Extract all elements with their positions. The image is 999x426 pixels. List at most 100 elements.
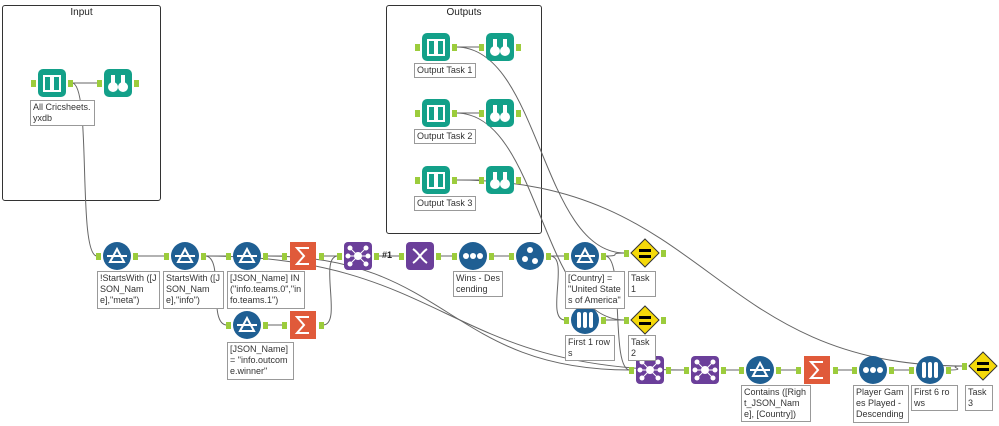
output-anchor[interactable] xyxy=(133,253,138,260)
input-anchor[interactable] xyxy=(909,367,914,374)
tool-browse1[interactable] xyxy=(479,32,521,62)
output-anchor[interactable] xyxy=(666,367,671,374)
output-anchor[interactable] xyxy=(319,322,324,329)
tool-input[interactable] xyxy=(31,68,73,98)
input-anchor[interactable] xyxy=(629,367,634,374)
connection-out1-task1[interactable] xyxy=(455,46,626,254)
input-anchor[interactable] xyxy=(479,44,484,51)
input-anchor[interactable] xyxy=(226,322,231,329)
input-anchor[interactable] xyxy=(739,367,744,374)
tool-recordid[interactable] xyxy=(509,241,551,271)
tool-task2[interactable] xyxy=(624,305,666,335)
tool-transpose[interactable] xyxy=(399,241,441,271)
connection-filter5-task1[interactable] xyxy=(604,252,626,257)
tool-filter1[interactable] xyxy=(96,241,138,271)
input-anchor[interactable] xyxy=(509,253,514,260)
tool-browse_in[interactable] xyxy=(97,68,139,98)
output-anchor[interactable] xyxy=(489,253,494,260)
input-anchor[interactable] xyxy=(962,363,967,370)
output-anchor[interactable] xyxy=(134,80,139,87)
tool-filter5[interactable] xyxy=(564,241,606,271)
tool-out1[interactable] xyxy=(415,32,457,62)
input-anchor[interactable] xyxy=(96,253,101,260)
tool-browse2[interactable] xyxy=(479,98,521,128)
connection-input-filter1[interactable] xyxy=(71,82,98,257)
connection-recordid-sample1[interactable] xyxy=(549,255,566,321)
output-anchor[interactable] xyxy=(263,322,268,329)
tool-filter4[interactable] xyxy=(226,310,268,340)
output-anchor[interactable] xyxy=(319,253,324,260)
tool-sort1[interactable] xyxy=(452,241,494,271)
input-anchor[interactable] xyxy=(97,80,102,87)
input-anchor[interactable] xyxy=(415,44,420,51)
output-anchor[interactable] xyxy=(776,367,781,374)
summarize-icon xyxy=(290,242,316,270)
connection-out3-task3[interactable] xyxy=(455,179,964,367)
input-anchor[interactable] xyxy=(684,367,689,374)
output-anchor[interactable] xyxy=(68,80,73,87)
tool-filter2[interactable] xyxy=(164,241,206,271)
input-anchor[interactable] xyxy=(564,317,569,324)
input-anchor[interactable] xyxy=(852,367,857,374)
input-anchor[interactable] xyxy=(479,177,484,184)
input-anchor[interactable] xyxy=(415,177,420,184)
input-anchor[interactable] xyxy=(31,80,36,87)
input-anchor[interactable] xyxy=(337,253,342,260)
tool-annotation: [Country] = "United States of America" xyxy=(565,271,625,309)
connection-filter5-join2[interactable] xyxy=(604,255,631,371)
tool-sort2[interactable] xyxy=(852,355,894,385)
tool-filter6[interactable] xyxy=(739,355,781,385)
output-anchor[interactable] xyxy=(263,253,268,260)
input-anchor[interactable] xyxy=(282,253,287,260)
connection-filter3-join2[interactable] xyxy=(266,255,631,371)
tool-task3[interactable] xyxy=(962,351,998,381)
tool-sum1[interactable] xyxy=(282,241,324,271)
input-anchor[interactable] xyxy=(226,253,231,260)
input-anchor[interactable] xyxy=(624,317,629,324)
connection-out2-task2[interactable] xyxy=(455,112,626,321)
tool-join1[interactable] xyxy=(337,241,379,271)
output-anchor[interactable] xyxy=(374,253,379,260)
output-anchor[interactable] xyxy=(721,367,726,374)
connection-sum2-join1[interactable] xyxy=(322,255,339,326)
output-anchor[interactable] xyxy=(516,44,521,51)
output-anchor[interactable] xyxy=(201,253,206,260)
tool-sum2[interactable] xyxy=(282,310,324,340)
output-anchor[interactable] xyxy=(452,177,457,184)
output-anchor[interactable] xyxy=(661,317,666,324)
tool-sum3[interactable] xyxy=(796,355,838,385)
tool-filter3[interactable] xyxy=(226,241,268,271)
tool-join3[interactable] xyxy=(684,355,726,385)
record-id-icon xyxy=(516,242,544,270)
input-anchor[interactable] xyxy=(282,322,287,329)
output-anchor[interactable] xyxy=(833,367,838,374)
input-anchor[interactable] xyxy=(452,253,457,260)
input-anchor[interactable] xyxy=(399,253,404,260)
output-anchor[interactable] xyxy=(946,367,951,374)
input-anchor[interactable] xyxy=(415,110,420,117)
tool-sample2[interactable] xyxy=(909,355,951,385)
tool-out3[interactable] xyxy=(415,165,457,195)
tool-out2[interactable] xyxy=(415,98,457,128)
output-anchor[interactable] xyxy=(516,177,521,184)
output-anchor[interactable] xyxy=(601,317,606,324)
output-anchor[interactable] xyxy=(661,250,666,257)
input-anchor[interactable] xyxy=(164,253,169,260)
connection-sample2-task3[interactable] xyxy=(949,365,964,371)
output-anchor[interactable] xyxy=(601,253,606,260)
container-outputs[interactable]: Outputs xyxy=(386,5,542,234)
input-anchor[interactable] xyxy=(624,250,629,257)
output-anchor[interactable] xyxy=(452,44,457,51)
output-anchor[interactable] xyxy=(436,253,441,260)
tool-browse3[interactable] xyxy=(479,165,521,195)
output-anchor[interactable] xyxy=(546,253,551,260)
output-anchor[interactable] xyxy=(452,110,457,117)
input-anchor[interactable] xyxy=(796,367,801,374)
output-anchor[interactable] xyxy=(889,367,894,374)
tool-sample1[interactable] xyxy=(564,305,606,335)
input-anchor[interactable] xyxy=(479,110,484,117)
tool-task1[interactable] xyxy=(624,238,666,268)
input-anchor[interactable] xyxy=(564,253,569,260)
output-anchor[interactable] xyxy=(516,110,521,117)
